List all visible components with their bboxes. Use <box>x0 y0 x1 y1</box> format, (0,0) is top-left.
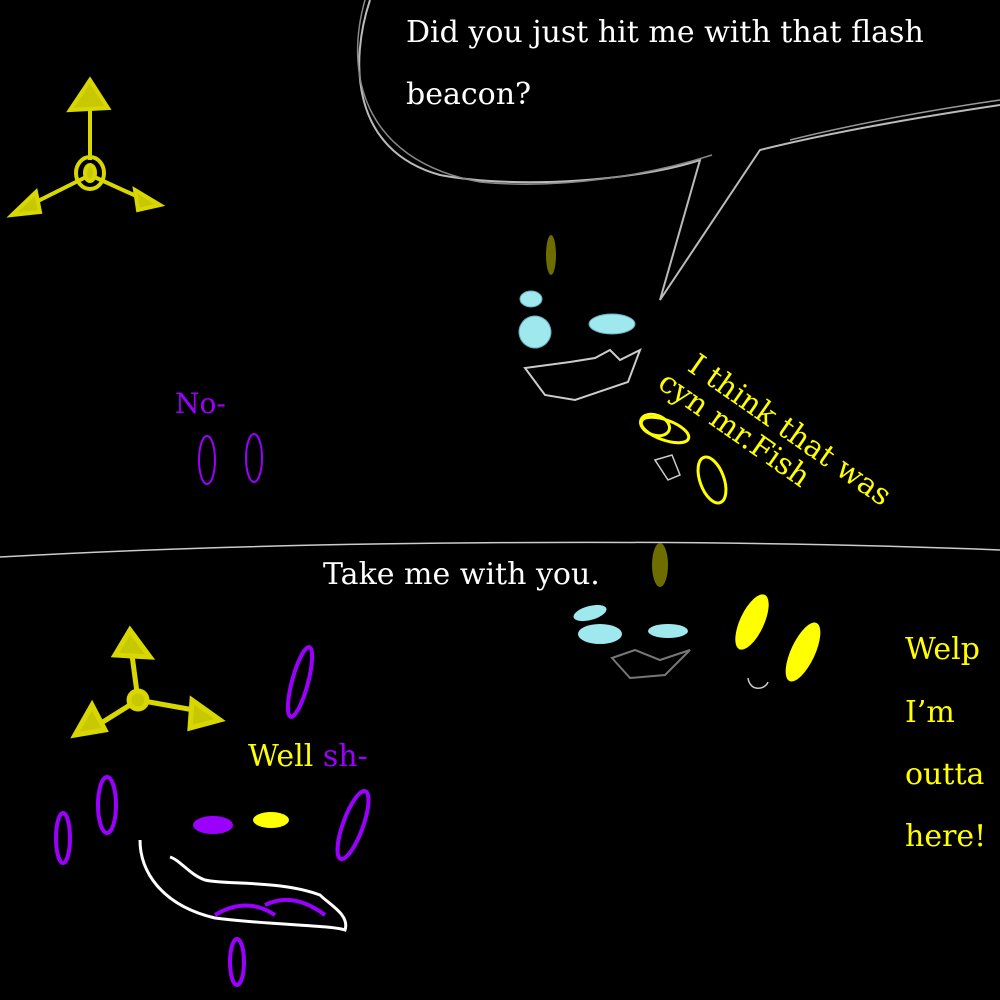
white-smile <box>138 839 348 932</box>
welp-line3: outta <box>905 757 985 792</box>
yellow-eyes <box>638 412 728 505</box>
panel-divider <box>0 541 1000 558</box>
welp-line4: here! <box>905 819 987 854</box>
speech-text-line1: Did you just hit me with that flash <box>406 15 924 50</box>
well-sh-speech: Well sh- <box>248 742 368 772</box>
mouth <box>523 347 642 402</box>
speech-text-line2: beacon? <box>406 77 532 112</box>
welp-line1: Welp <box>905 632 980 667</box>
speech-bubble-outline <box>358 0 1000 301</box>
take-me-speech: Take me with you. <box>323 557 600 592</box>
purple-speech: No- <box>175 387 226 420</box>
tri-symbol-icon <box>6 76 166 218</box>
sh-text: sh- <box>322 739 368 774</box>
cyan-eyes <box>518 290 636 349</box>
purple-eyes <box>198 433 263 485</box>
well-text: Well <box>248 739 314 774</box>
welp-line2: I’m <box>905 695 955 730</box>
